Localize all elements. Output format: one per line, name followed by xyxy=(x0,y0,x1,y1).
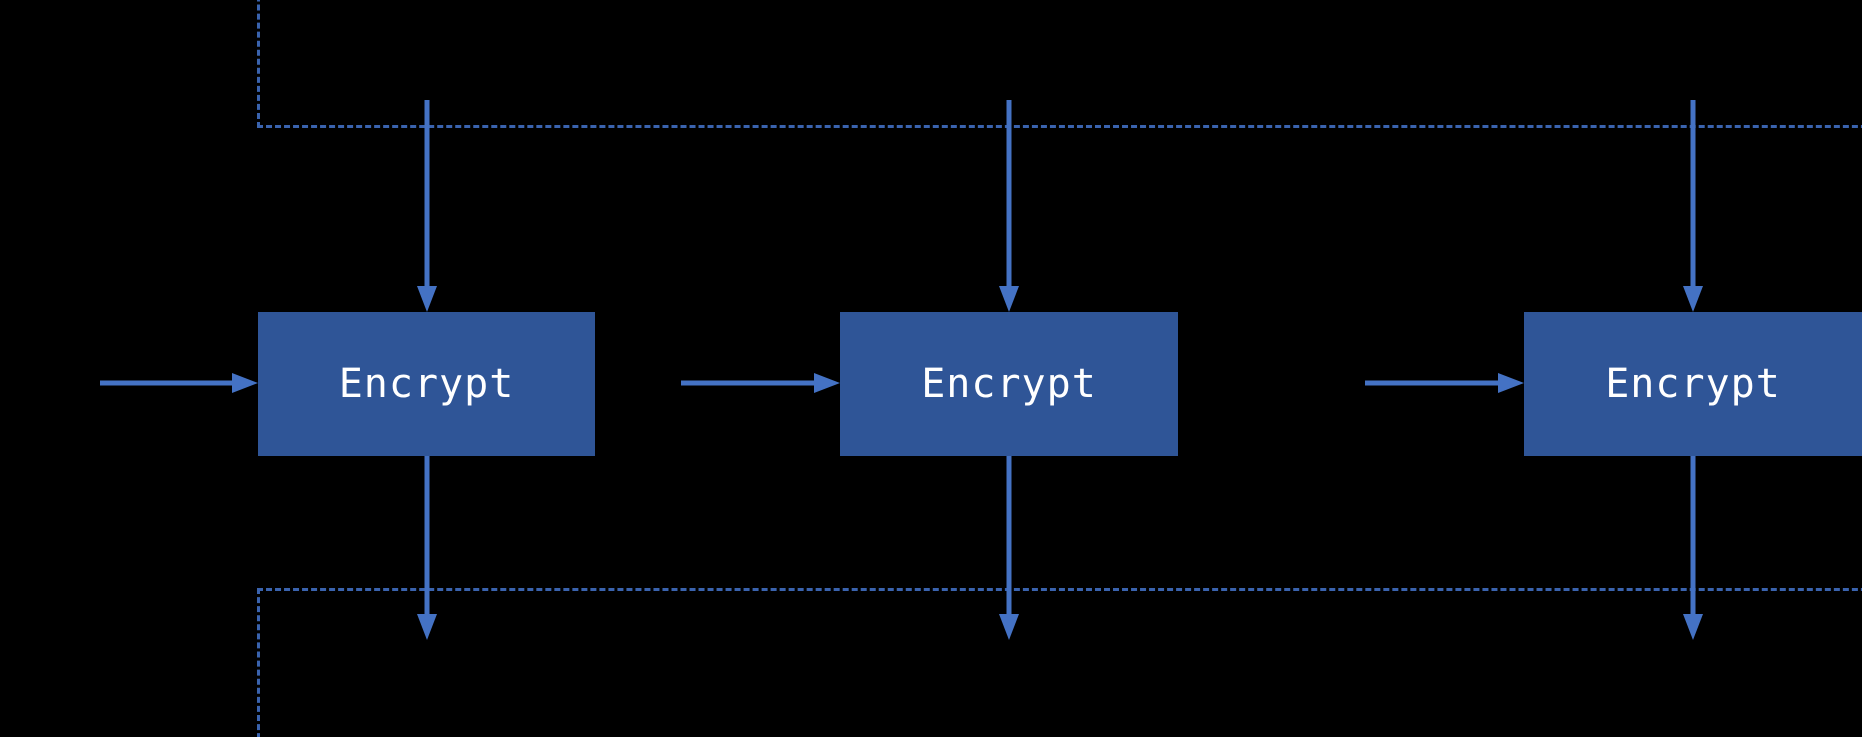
encrypt-block-label: Encrypt xyxy=(921,361,1097,407)
bottom-output-region xyxy=(257,588,1862,737)
encrypt-block-label: Encrypt xyxy=(1605,361,1781,407)
input-arrow-1-head xyxy=(232,373,258,393)
encrypt-block-2[interactable]: Encrypt xyxy=(840,312,1178,456)
encrypt-block-3[interactable]: Encrypt xyxy=(1524,312,1862,456)
key-arrow-2-head xyxy=(999,286,1019,312)
input-arrow-2-head xyxy=(814,373,840,393)
top-key-region xyxy=(257,0,1862,128)
encrypt-block-1[interactable]: Encrypt xyxy=(258,312,595,456)
key-arrow-1-head xyxy=(417,286,437,312)
encrypt-block-label: Encrypt xyxy=(338,361,515,407)
key-arrow-3-head xyxy=(1683,286,1703,312)
input-arrow-3-head xyxy=(1498,373,1524,393)
